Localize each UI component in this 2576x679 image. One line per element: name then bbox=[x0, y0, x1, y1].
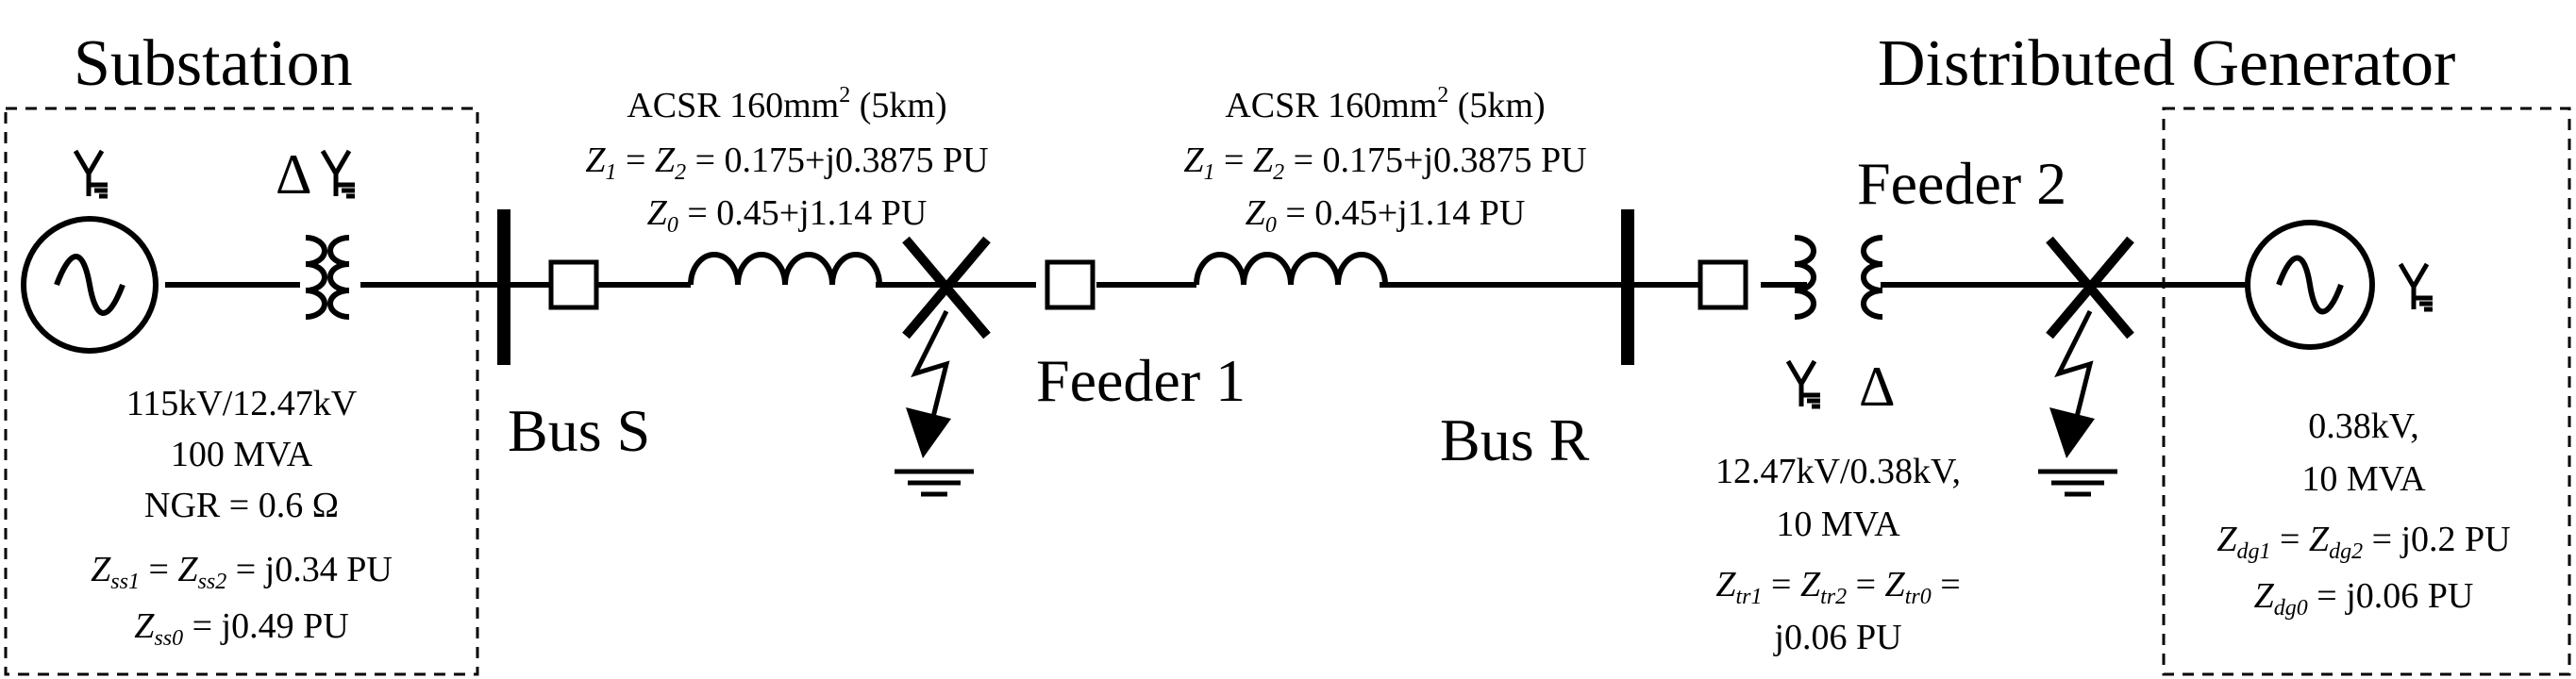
ground-icon bbox=[895, 472, 974, 494]
substation-zss0: Zss0 = j0.49 PU bbox=[134, 606, 348, 651]
wye-ground-icon bbox=[75, 151, 108, 196]
wye-ground-icon bbox=[323, 151, 355, 196]
breaker-2 bbox=[1045, 259, 1096, 310]
line-2-inductor bbox=[1196, 255, 1385, 285]
ground-icon bbox=[2038, 472, 2117, 494]
substation-voltage: 115kV/12.47kV bbox=[126, 384, 358, 423]
substation-zss12: Zss1 = Zss2 = j0.34 PU bbox=[91, 550, 393, 594]
dg-generator-rating: 10 MVA bbox=[2301, 459, 2426, 499]
bus-s-bar bbox=[497, 209, 510, 365]
dg-generator-voltage: 0.38kV, bbox=[2308, 406, 2419, 446]
line-1-z12: Z1 = Z2 = 0.175+j0.3875 PU bbox=[585, 141, 988, 185]
substation-title: Substation bbox=[74, 27, 353, 100]
dg-transformer-voltage: 12.47kV/0.38kV, bbox=[1715, 452, 1961, 491]
substation-params: 115kV/12.47kV 100 MVA NGR = 0.6 Ω Zss1 =… bbox=[91, 384, 393, 651]
ac-wave-icon bbox=[54, 254, 125, 316]
substation-rating: 100 MVA bbox=[171, 435, 313, 474]
dg-generator-zdg0: Zdg0 = j0.06 PU bbox=[2254, 576, 2474, 621]
dg-generator-zdg12: Zdg1 = Zdg2 = j0.2 PU bbox=[2216, 520, 2510, 564]
wye-ground-icon bbox=[2400, 264, 2433, 309]
bus-s-label: Bus S bbox=[508, 397, 650, 464]
fault-2 bbox=[2038, 236, 2134, 494]
substation-box bbox=[4, 107, 479, 676]
line-1-inductor bbox=[691, 255, 879, 285]
substation-source bbox=[21, 216, 159, 354]
dg-transformer bbox=[1794, 235, 1883, 320]
delta-icon: Δ bbox=[1859, 356, 1896, 418]
breaker-1 bbox=[548, 259, 599, 310]
breaker-3 bbox=[1698, 259, 1748, 310]
delta-icon: Δ bbox=[276, 143, 312, 206]
line-2-cable: ACSR 160mm2 (5km) bbox=[1225, 83, 1545, 125]
line-2-z0: Z0 = 0.45+j1.14 PU bbox=[1246, 193, 1526, 238]
dg-generator-params: 0.38kV, 10 MVA Zdg1 = Zdg2 = j0.2 PU Zdg… bbox=[2216, 406, 2510, 621]
wye-ground-icon bbox=[1788, 361, 1820, 406]
substation-transformer bbox=[305, 235, 350, 320]
bus-r-bar bbox=[1621, 209, 1634, 365]
feeder-2-label: Feeder 2 bbox=[1857, 150, 2066, 217]
dg-source bbox=[2245, 220, 2375, 350]
line-2-params: ACSR 160mm2 (5km) Z1 = Z2 = 0.175+j0.387… bbox=[1183, 83, 1586, 238]
dg-transformer-value: j0.06 PU bbox=[1772, 618, 1901, 657]
line-1-params: ACSR 160mm2 (5km) Z1 = Z2 = 0.175+j0.387… bbox=[585, 83, 988, 238]
fault-1 bbox=[895, 236, 991, 494]
feeder-1-label: Feeder 1 bbox=[1036, 347, 1246, 414]
line-1-cable: ACSR 160mm2 (5km) bbox=[627, 83, 946, 125]
line-2-z12: Z1 = Z2 = 0.175+j0.3875 PU bbox=[1183, 141, 1586, 185]
dg-transformer-z: Ztr1 = Ztr2 = Ztr0 = bbox=[1715, 565, 1960, 609]
ac-wave-icon bbox=[2276, 255, 2344, 315]
dg-transformer-rating: 10 MVA bbox=[1776, 505, 1900, 544]
line-1-z0: Z0 = 0.45+j1.14 PU bbox=[647, 193, 928, 238]
bus-r-label: Bus R bbox=[1440, 406, 1590, 473]
dg-transformer-params: 12.47kV/0.38kV, 10 MVA Ztr1 = Ztr2 = Ztr… bbox=[1715, 452, 1961, 657]
distributed-generator-box bbox=[2162, 107, 2571, 676]
substation-ngr: NGR = 0.6 Ω bbox=[144, 486, 339, 525]
distributed-generator-title: Distributed Generator bbox=[1878, 27, 2455, 100]
